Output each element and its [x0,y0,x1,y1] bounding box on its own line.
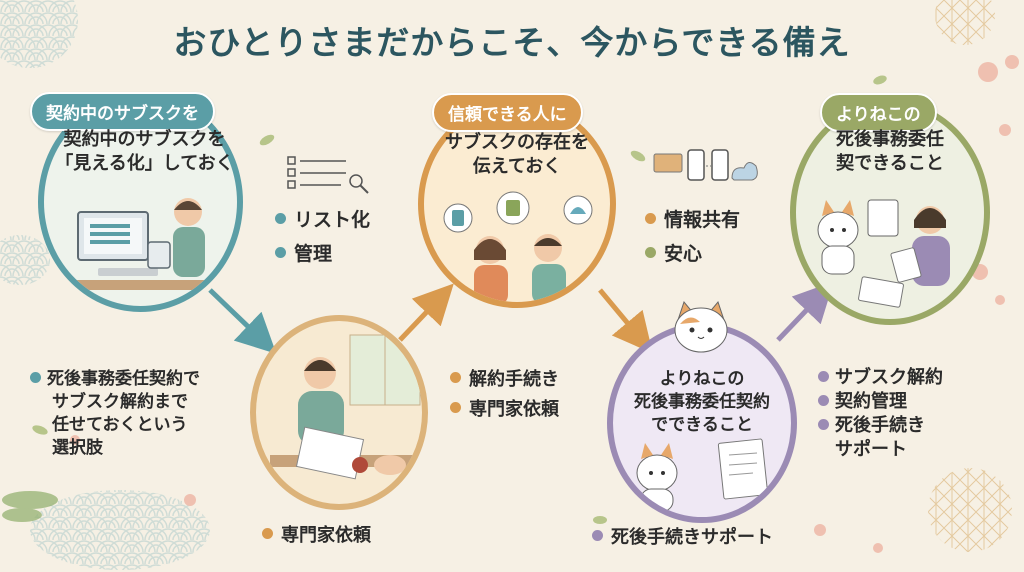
list-item: 情報共有 [645,206,740,234]
step2-bullets: 情報共有 安心 [645,206,740,268]
step3-text: 死後事務委任 契できること [790,128,990,176]
cat-with-document-illustration [636,438,769,512]
list-item: 管理 [275,240,370,268]
step1-tag: 契約中のサブスクを [30,92,215,131]
arrow-expert-to-step2 [398,283,454,342]
list-item: 死後手続き [818,414,943,438]
step3-text-line: 契できること [836,153,944,174]
arrow-step2-to-yorineko [598,288,653,354]
list-item: 専門家依頼 [450,396,559,424]
expert-circle [250,315,428,510]
page-title: おひとりさまだからこそ、今からできる備え [173,23,851,62]
step2-tag: 信頼できる人に [432,93,583,132]
yorineko-text-line: よりねこの [659,369,745,389]
list-item: サブスク解約 [818,366,943,390]
yorineko-text-line: 死後事務委任契約 [634,392,770,412]
yorineko-text-line: でできること [651,415,753,435]
left-bullet-line: 死後事務委任契約で [47,369,200,389]
step2-text-line: サブスクの存在を [445,132,589,153]
devices-sharing-icon [653,149,758,181]
cat-face-icon [674,300,728,353]
arrow-yorineko-to-step3 [776,281,834,342]
checklist-icon [287,156,369,194]
step3-circle [790,100,990,325]
list-item-continuation: サポート [835,439,907,460]
left-bullet-line: 任せておくという [52,415,188,435]
list-item: 死後手続きサポート [592,524,773,552]
step1-bullets: リスト化 管理 [275,206,370,268]
step3-tag: よりねこの [820,93,937,132]
step1-text-line: 「見える化」しておく [55,153,234,174]
left-bullet-line: 選択肢 [52,438,103,458]
person-at-computer-illustration [68,198,218,290]
step1-text-line: 契約中のサブスクを [63,129,226,150]
person-signing-document-illustration [270,334,421,480]
list-item: 契約管理 [818,390,943,414]
left-bullet: 死後事務委任契約で サブスク解約まで 任せておくという 選択肢 [30,368,200,460]
yorineko-text: よりねこの 死後事務委任契約 でできること [607,368,797,437]
step1-text: 契約中のサブスクを 「見える化」しておく [42,128,247,176]
expert-bottom-bullet: 専門家依頼 [262,522,371,550]
list-item: 安心 [645,240,740,268]
list-item: リスト化 [275,206,370,234]
two-people-talking-illustration [443,191,593,302]
arrow-step1-to-expert [208,288,277,354]
left-bullet-line: サブスク解約まで [52,392,188,412]
bottom-center-bullet: 死後手続きサポート [592,524,773,552]
cat-and-person-with-document-illustration [817,199,950,308]
step2-text-line: 伝えておく [472,156,562,177]
expert-bullets: 解約手続き 専門家依頼 [450,366,559,424]
list-item: 専門家依頼 [262,522,371,550]
step3-text-line: 死後事務委任 [836,129,944,150]
step2-text: サブスクの存在を 伝えておく [418,131,616,179]
list-item: 解約手続き [450,366,559,394]
right-bullets: サブスク解約 契約管理 死後手続き サポート [818,366,943,462]
